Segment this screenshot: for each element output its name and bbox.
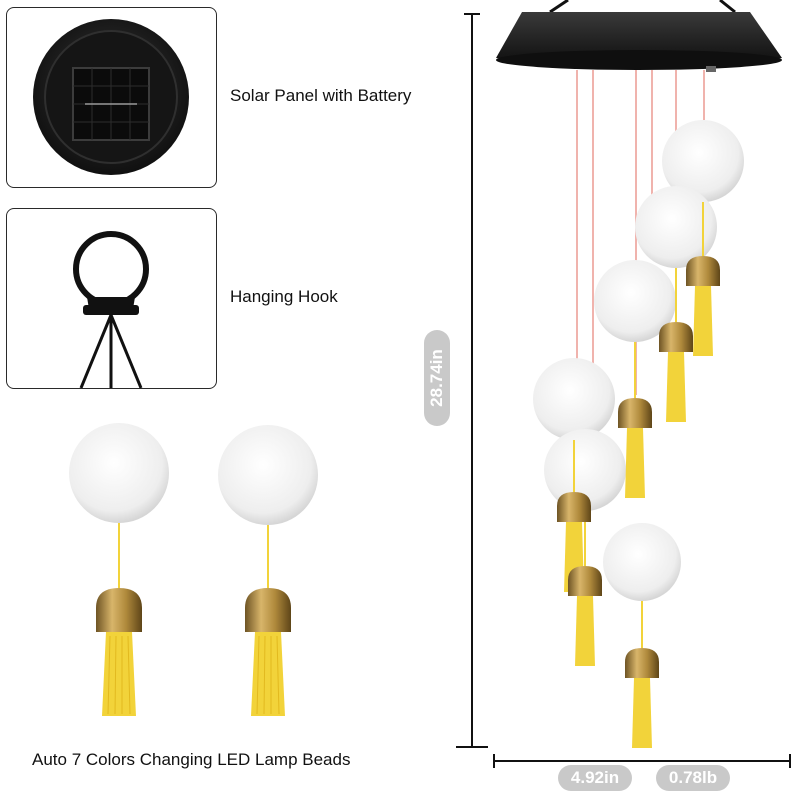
hanging-hook-label: Hanging Hook bbox=[230, 287, 338, 306]
solar-panel-box bbox=[6, 7, 217, 188]
height-dimension-label: 28.74in bbox=[424, 330, 450, 426]
solar-lamp-top bbox=[496, 12, 782, 65]
hanging-hook-box bbox=[6, 208, 217, 389]
solar-panel-icon bbox=[33, 19, 189, 175]
height-dimension-line bbox=[456, 13, 488, 748]
width-dimension-line bbox=[493, 754, 791, 768]
lamp-bead-2 bbox=[218, 425, 318, 716]
chime-bell bbox=[557, 256, 720, 748]
lamp-beads-label: Auto 7 Colors Changing LED Lamp Beads bbox=[32, 750, 351, 769]
solar-panel-label: Solar Panel with Battery bbox=[230, 86, 412, 105]
width-dimension-label: 4.92in bbox=[558, 765, 632, 791]
chime-ball bbox=[533, 120, 744, 601]
hanging-hook-icon bbox=[73, 231, 149, 388]
lamp-bead-1 bbox=[69, 423, 169, 716]
weight-label: 0.78lb bbox=[656, 765, 730, 791]
